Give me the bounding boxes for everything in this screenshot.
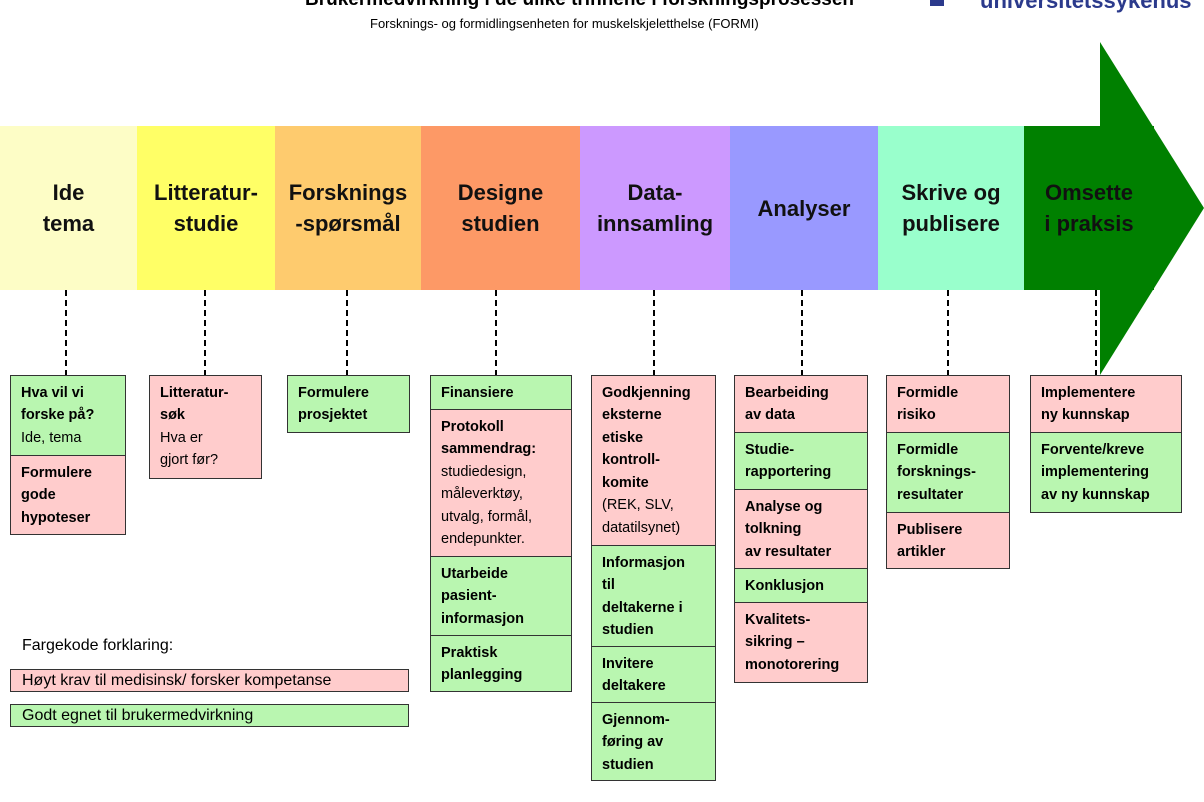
legend-title: Fargekode forklaring: <box>22 637 174 654</box>
task-detail: Ide, tema <box>21 429 82 446</box>
task-title: Kvalitets- sikring – monotorering <box>745 611 840 673</box>
task-box-pink: Implementere ny kunnskap <box>1030 374 1182 433</box>
dashed-connector <box>346 290 348 376</box>
dashed-connector <box>495 290 497 376</box>
task-box-green: Informasjon til deltakerne i studien <box>591 544 716 647</box>
diagram-title: Brukermedvirkning i de ulike trinnene i … <box>305 0 854 11</box>
task-box-green: Finansiere <box>430 374 572 410</box>
task-title: Bearbeiding av data <box>745 384 829 424</box>
task-title: Implementere ny kunnskap <box>1041 384 1136 424</box>
task-title: Finansiere <box>441 384 514 401</box>
stage-label: Ide tema <box>42 180 95 236</box>
task-title: Formidle forsknings- resultater <box>897 441 976 503</box>
stage-1: Ide tema <box>0 126 137 290</box>
task-title: Godkjenning eksterne etiske kontroll- ko… <box>602 384 691 491</box>
stage-2: Litteratur- studie <box>137 126 275 290</box>
task-title: Formidle risiko <box>897 384 959 424</box>
stage-4: Designe studien <box>421 126 580 290</box>
task-box-green: Konklusjon <box>734 567 868 603</box>
task-title: Konklusjon <box>745 577 824 594</box>
task-box-pink: Protokoll sammendrag: studiedesign, målev… <box>430 408 572 557</box>
task-box-pink: Formulere gode hypoteser <box>10 454 126 535</box>
task-box-green: Forvente/kreve implementering av ny kunn… <box>1030 431 1182 513</box>
stage-label: Analyser <box>757 195 851 221</box>
stage-label: Omsette i praksis <box>1044 180 1134 236</box>
task-title: Gjennom- føring av studien <box>602 711 670 773</box>
legend-item-green: Godt egnet til brukermedvirkning <box>10 704 409 727</box>
task-box-pink: Kvalitets- sikring – monotorering <box>734 601 868 683</box>
task-box-green: Praktisk planlegging <box>430 634 572 692</box>
dashed-connector <box>653 290 655 376</box>
task-title: Praktisk planlegging <box>441 644 523 684</box>
task-box-green: Utarbeide pasient- informasjon <box>430 555 572 636</box>
stage-label: Litteratur- studie <box>154 180 258 236</box>
task-title: Informasjon til deltakerne i studien <box>602 554 685 639</box>
dashed-connector <box>801 290 803 376</box>
task-box-pink: Formidle risiko <box>886 374 1010 433</box>
task-box-green: Studie- rapportering <box>734 431 868 490</box>
stage-label: Skrive og publisere <box>901 180 1001 236</box>
task-title: Forvente/kreve implementering av ny kunn… <box>1041 441 1150 503</box>
logo-mark-icon <box>930 0 944 7</box>
task-title: Invitere deltakere <box>602 655 666 695</box>
logo-text: universitetssykehus <box>980 0 1192 13</box>
task-detail: Hva er gjort før? <box>160 429 219 469</box>
diagram-subtitle: Forsknings- og formidlingsenheten for mu… <box>370 16 759 31</box>
stage-label: Forsknings -spørsmål <box>288 180 408 236</box>
step-column-3: Formulere prosjektet <box>287 374 410 433</box>
dashed-connector <box>65 290 67 376</box>
stage-label: Data- innsamling <box>596 180 714 236</box>
task-box-pink: Analyse og tolkning av resultater <box>734 488 868 569</box>
step-column-5: Godkjenning eksterne etiske kontroll- ko… <box>591 374 716 781</box>
task-title: Litteratur- søk <box>160 384 229 424</box>
dashed-connector <box>947 290 949 376</box>
task-box-green: Invitere deltakere <box>591 645 716 703</box>
task-title: Formulere prosjektet <box>298 384 369 424</box>
task-title: Hva vil vi forske på? <box>21 384 95 424</box>
dashed-connector <box>1095 290 1097 376</box>
task-title: Utarbeide pasient- informasjon <box>441 565 524 627</box>
task-box-pink: Godkjenning eksterne etiske kontroll- ko… <box>591 374 716 546</box>
task-detail: (REK, SLV, datatilsynet) <box>602 497 681 536</box>
stage-7: Skrive og publisere <box>878 126 1024 290</box>
task-box-green: Hva vil vi forske på? Ide, tema <box>10 374 126 456</box>
task-title: Formulere gode hypoteser <box>21 464 92 526</box>
task-title: Studie- rapportering <box>745 441 832 481</box>
task-title: Analyse og tolkning av resultater <box>745 498 832 560</box>
task-box-green: Formidle forsknings- resultater <box>886 431 1010 513</box>
task-title: Protokoll sammendrag: <box>441 418 537 458</box>
stage-6: Analyser <box>730 126 878 290</box>
task-box-green: Formulere prosjektet <box>287 374 410 433</box>
stage-5: Data- innsamling <box>580 126 730 290</box>
stage-8: Omsette i praksis <box>1024 126 1154 290</box>
stage-3: Forsknings -spørsmål <box>275 126 421 290</box>
task-detail: studiedesign, måleverktøy, utvalg, formå… <box>441 463 533 548</box>
task-title: Publisere artikler <box>897 521 963 561</box>
task-box-pink: Bearbeiding av data <box>734 374 868 433</box>
task-box-pink: Publisere artikler <box>886 511 1010 569</box>
legend-item-pink: Høyt krav til medisinsk/ forsker kompeta… <box>10 669 409 692</box>
task-box-green: Gjennom- føring av studien <box>591 701 716 781</box>
dashed-connector <box>204 290 206 376</box>
hospital-logo: universitetssykehus <box>930 0 1192 14</box>
stage-label: Designe studien <box>457 180 544 236</box>
